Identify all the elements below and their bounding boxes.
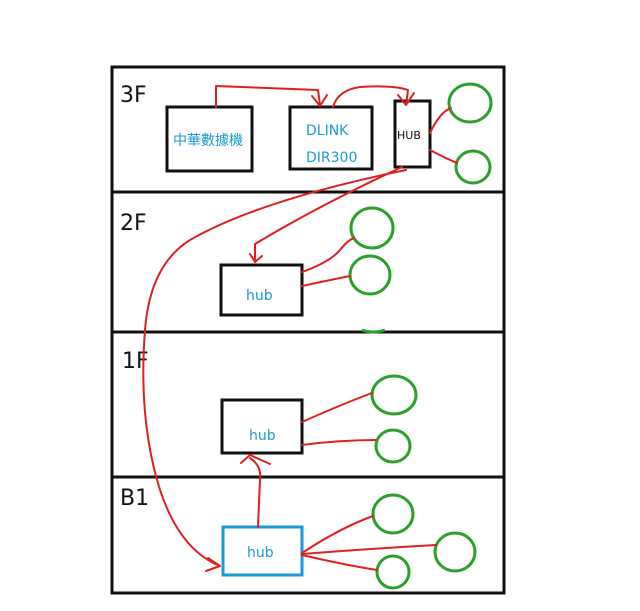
modem-box <box>165 105 254 173</box>
building-outline <box>110 65 506 595</box>
wire-hubb1-hub1f <box>249 457 262 528</box>
floor-label-b1: B1 <box>120 486 149 511</box>
wire-hubb1-client2 <box>301 544 437 555</box>
wire-hub3f-hubb1 <box>142 169 407 567</box>
wire-router-hub3f-arrow <box>397 92 415 106</box>
hub-1f-box <box>220 398 304 455</box>
hub-3f-label: HUB <box>397 129 421 142</box>
client-3f-1 <box>447 82 493 124</box>
client-2f-2 <box>348 254 392 296</box>
hub-1f-label: hub <box>249 428 276 444</box>
wire-modem-router-arrow <box>311 94 328 107</box>
wire-hubb1-hub1f-arrow <box>240 454 271 465</box>
hub-2f-label: hub <box>246 288 273 304</box>
modem-label: 中華數據機 <box>173 133 243 149</box>
router-label-line1: DLINK <box>306 123 349 139</box>
wire-hub1f-client2 <box>301 439 377 446</box>
client-1f-2 <box>374 428 412 464</box>
hub-b1-box <box>221 525 304 577</box>
floor-label-2f: 2F <box>120 211 147 236</box>
wire-hub3f-client2 <box>429 149 458 164</box>
client-b1-2 <box>433 531 477 573</box>
hub-2f-box <box>219 263 304 317</box>
wire-hub1f-client1 <box>301 392 373 423</box>
client-2f-1 <box>349 206 395 250</box>
client-2f-partial <box>361 328 386 334</box>
client-1f-1 <box>370 374 418 416</box>
client-b1-3 <box>375 554 411 590</box>
wire-modem-router <box>215 85 321 108</box>
wire-hub3f-hub2f <box>254 166 403 263</box>
wire-hub3f-hubb1-arrow <box>205 557 221 572</box>
wire-hubb1-client3 <box>301 554 378 571</box>
client-3f-2 <box>454 149 492 185</box>
wire-hub2f-client2 <box>301 275 351 287</box>
wire-router-hub3f <box>332 85 409 108</box>
client-b1-1 <box>371 493 415 535</box>
router-box <box>288 105 374 171</box>
wire-hub3f-client1 <box>429 107 452 134</box>
hub-b1-label: hub <box>247 545 274 561</box>
router-label-line2: DIR300 <box>306 150 357 166</box>
wire-hub2f-client1 <box>301 237 355 273</box>
wire-hub3f-hub2f-arrow <box>249 253 263 263</box>
floor-label-3f: 3F <box>120 83 147 108</box>
wire-hubb1-client1 <box>301 515 374 554</box>
